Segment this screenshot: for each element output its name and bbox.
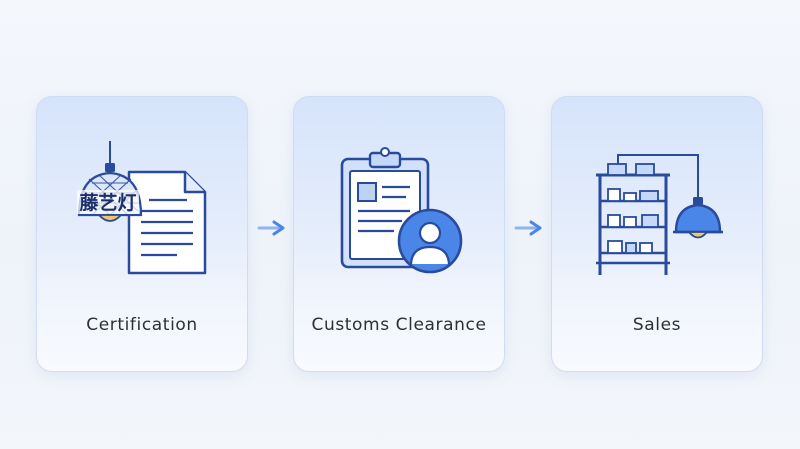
- person-avatar-icon: [397, 208, 463, 274]
- arrow-right-icon: [514, 220, 542, 236]
- pendant-lamp-icon: [617, 154, 723, 239]
- lamp-document-icon: 藤艺灯: [77, 141, 207, 275]
- rattan-lamp-icon: 藤艺灯: [77, 141, 143, 222]
- document-icon: [127, 170, 207, 275]
- step-label-customs-clearance: Customs Clearance: [311, 315, 487, 335]
- step-label-sales: Sales: [632, 315, 682, 335]
- lamp-brand-stamp: 藤艺灯: [79, 191, 136, 214]
- shelf-lamp-icon: [596, 154, 723, 275]
- clipboard-person-icon: [340, 147, 463, 274]
- step-label-certification: Certification: [86, 315, 198, 335]
- step-card-sales: Sales: [551, 96, 763, 372]
- arrow-right-icon: [257, 220, 285, 236]
- step-card-customs-clearance: Customs Clearance: [293, 96, 505, 372]
- shelf-icon: [596, 163, 670, 275]
- step-card-certification: 藤艺灯 Certification: [36, 96, 248, 372]
